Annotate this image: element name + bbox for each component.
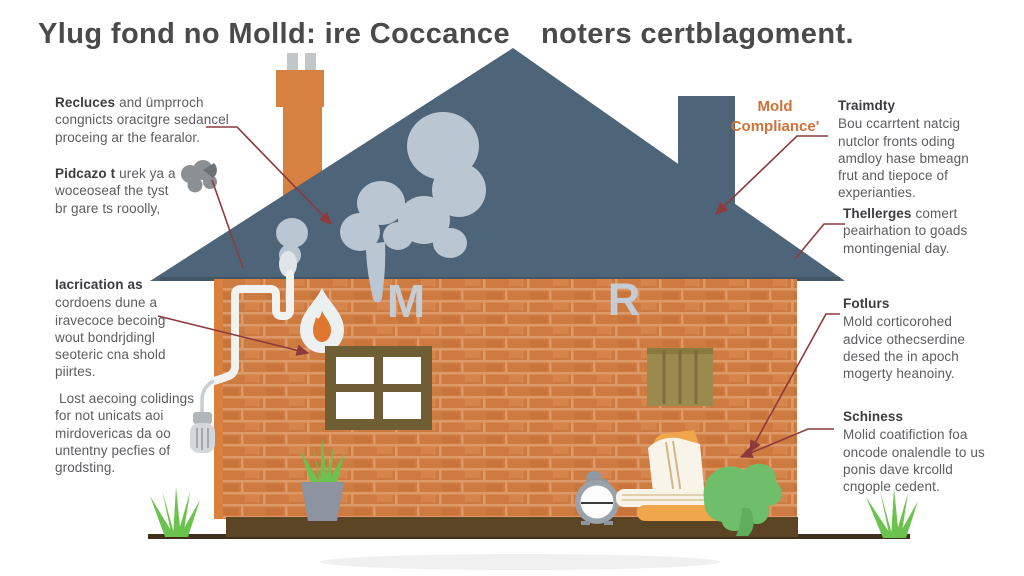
callout-head: Traimdty bbox=[838, 98, 896, 113]
callout-lost-aecoing: Lost aecoing colidings for not unicats a… bbox=[55, 390, 205, 476]
callout-head: Fotlurs bbox=[843, 296, 890, 311]
flame-droplet-icon bbox=[300, 288, 344, 353]
wall-edge-strip bbox=[214, 279, 224, 519]
leader-iacrication bbox=[157, 315, 310, 356]
callout-body: Lost aecoing colidings for not unicats a… bbox=[55, 391, 195, 476]
leader-cloud bbox=[211, 179, 244, 269]
leader-fotlurs bbox=[749, 313, 840, 454]
leader-schiness bbox=[739, 428, 834, 458]
leader-thellerges bbox=[794, 223, 845, 260]
callout-head: Iacrication as bbox=[55, 277, 143, 292]
wall-letter-m: M bbox=[387, 275, 425, 327]
smoke-cloud bbox=[276, 112, 486, 303]
callout-head: Thellerges bbox=[843, 206, 912, 221]
ledge bbox=[226, 517, 798, 537]
page-title-right: noters certblagoment. bbox=[541, 18, 854, 50]
mold-cloud-icon bbox=[181, 160, 217, 193]
light-bulb-icon bbox=[190, 412, 215, 453]
wall-letter-r: R bbox=[608, 274, 641, 325]
chimney-stacks bbox=[287, 53, 316, 73]
green-cloth bbox=[703, 463, 782, 536]
callout-body: Bou ccarrtent natcig nutclor fronts odin… bbox=[838, 116, 969, 201]
roof bbox=[150, 48, 845, 281]
leader-recluces bbox=[206, 126, 333, 226]
callout-head: Pidcazo t bbox=[55, 166, 116, 181]
callout-head: Recluces bbox=[55, 95, 116, 110]
callout-body: urek ya a woceoseaf the tyst br gare ts … bbox=[55, 166, 176, 216]
page-title-left: Ylug fond no Molld: ire Coccance bbox=[38, 18, 510, 50]
leader-lines bbox=[157, 126, 845, 458]
grass-left bbox=[150, 487, 200, 537]
callout-body: and ümprroch congnicts oracitgre sedance… bbox=[55, 95, 229, 145]
callout-body: cordoens dune a iravecoce becoing wout b… bbox=[55, 295, 166, 380]
vent-shutter bbox=[647, 348, 713, 406]
callout-body: Mold corticorohed advice othecserdine de… bbox=[843, 314, 965, 382]
callout-iacrication: Iacrication as cordoens dune a iravecoce … bbox=[55, 276, 177, 381]
callout-body: Molid coatifiction foa oncode onalendle … bbox=[843, 427, 985, 495]
window bbox=[325, 346, 432, 430]
grass-right bbox=[866, 488, 918, 538]
potted-plant bbox=[300, 438, 345, 521]
leader-traimdty bbox=[714, 135, 828, 215]
ground-shadow bbox=[320, 554, 720, 570]
cord-squiggle bbox=[200, 251, 297, 414]
mold-compliance-badge: Mold Compliance' bbox=[730, 98, 820, 135]
callout-body: comert peairhation to goads montingenial… bbox=[843, 206, 968, 256]
callout-head: Schiness bbox=[843, 409, 904, 424]
lantern bbox=[575, 471, 619, 525]
